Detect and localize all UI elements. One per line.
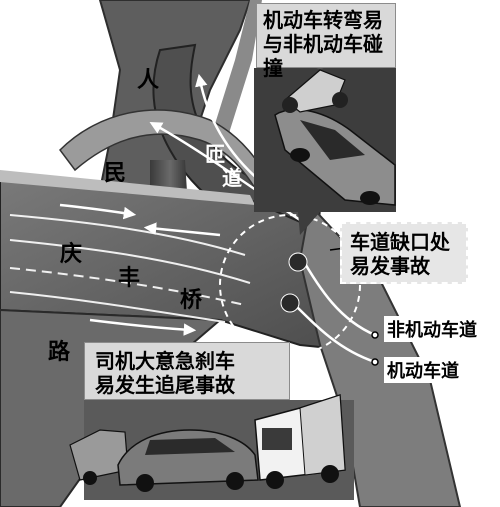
callout-lane-gap: 车道缺口处 易发事故 [340, 222, 468, 284]
callout-rear-end: 司机大意急刹车 易发生追尾事故 [84, 342, 290, 400]
rear-end-illustration [69, 393, 354, 500]
road-name-char: 庆 [60, 241, 83, 267]
road-name-char: 民 [104, 160, 127, 186]
label-motor-lane: 机动车道 [384, 357, 462, 383]
road-name-char: 路 [48, 339, 71, 365]
road-name-char: 人 [137, 67, 160, 93]
road-name-char: 桥 [180, 287, 203, 313]
callout-turn-collision-text: 机动车转弯易 与非机动车碰 撞 [263, 8, 383, 80]
road-name-char: 丰 [118, 265, 141, 291]
hazard-point-lower [280, 293, 300, 313]
ramp-name-char: 匝 [205, 142, 225, 166]
callout-rear-end-text: 司机大意急刹车 易发生追尾事故 [95, 349, 235, 397]
callout-lane-gap-text: 车道缺口处 易发事故 [350, 230, 450, 278]
label-non-motor-lane: 非机动车道 [384, 316, 480, 342]
ramp-name-char: 道 [222, 166, 242, 190]
lane-lines [9, 214, 251, 323]
main-road-shoulder [0, 170, 255, 205]
hazard-zone [219, 214, 361, 356]
hazard-point-upper [288, 252, 308, 272]
callout-turn-collision: 机动车转弯易 与非机动车碰 撞 [256, 3, 396, 80]
turning-car-illustration [254, 55, 396, 235]
